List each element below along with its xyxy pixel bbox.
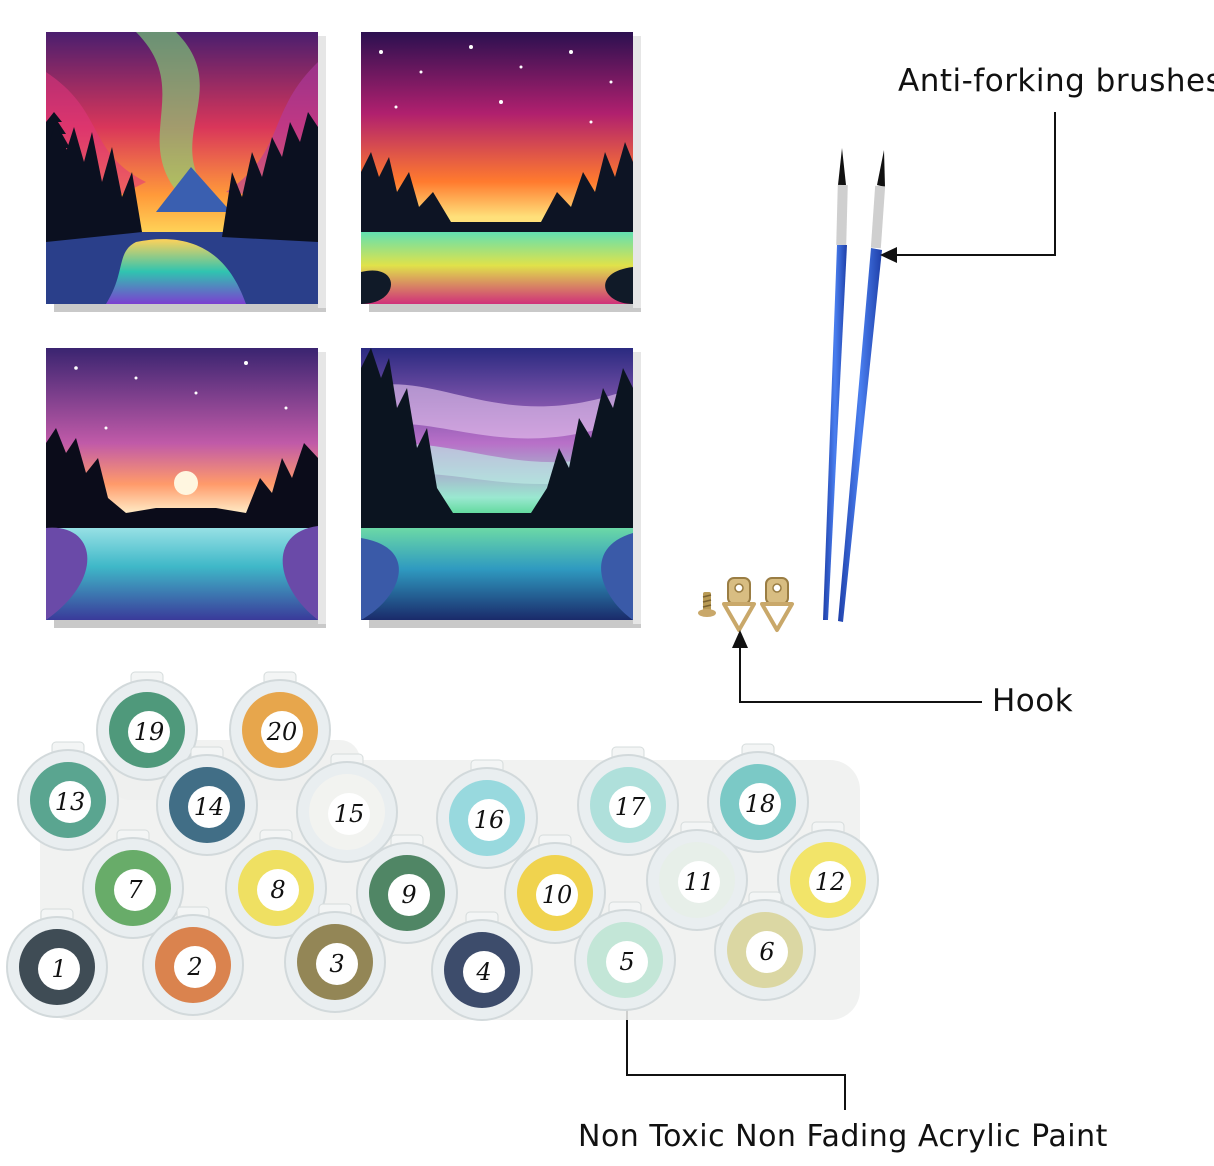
paint-pot-number: 19 <box>134 718 165 746</box>
paint-pot-number: 7 <box>127 876 143 904</box>
paint-pot-number: 8 <box>270 876 285 904</box>
paint-label: Non Toxic Non Fading Acrylic Paint <box>578 1119 1108 1154</box>
paint-pot-number: 12 <box>815 868 846 896</box>
brushes-label: Anti-forking brushes <box>898 63 1214 99</box>
paint-pot-number: 6 <box>759 938 774 966</box>
aurora-painting-starry <box>361 32 633 304</box>
arrow-icon <box>880 112 1056 263</box>
paint-pot: 2 <box>142 906 244 1016</box>
canvas-painting-3 <box>46 348 326 628</box>
paint-pot: 10 <box>504 834 606 944</box>
paint-pot-number: 18 <box>745 790 776 818</box>
paint-pot-number: 17 <box>615 793 646 821</box>
canvas-painting-4 <box>361 348 641 628</box>
paint-pot-number: 3 <box>329 950 344 978</box>
aurora-painting-teal <box>361 348 633 620</box>
aurora-painting-orange <box>46 32 318 304</box>
paint-pot-number: 9 <box>401 881 416 909</box>
paint-pot: 9 <box>356 834 458 944</box>
paint-pot: 3 <box>284 903 386 1013</box>
paint-pot: 18 <box>707 743 809 853</box>
paint-pot-number: 10 <box>542 881 573 909</box>
paint-pot: 15 <box>296 753 398 863</box>
paint-pot: 11 <box>646 821 748 931</box>
paint-pot: 1 <box>6 908 108 1018</box>
paint-pot-number: 5 <box>619 948 634 976</box>
paint-pot: 17 <box>577 746 679 856</box>
hook-icon <box>760 577 794 632</box>
paint-pot: 13 <box>17 741 119 851</box>
paint-pot: 6 <box>714 891 816 1001</box>
paint-pot-number: 15 <box>334 800 365 828</box>
paint-pot: 19 <box>96 671 198 781</box>
arrow-icon <box>732 630 982 703</box>
paint-pot: 5 <box>574 901 676 1011</box>
paint-pot: 4 <box>431 911 533 1021</box>
paint-pot-number: 14 <box>194 793 225 821</box>
canvas-painting-2 <box>361 32 641 312</box>
paint-pot-number: 4 <box>475 958 491 986</box>
paint-pot: 20 <box>229 671 331 781</box>
screw-icon <box>698 592 716 617</box>
brush-icon <box>838 150 886 622</box>
aurora-painting-moon <box>46 348 318 620</box>
canvas-painting-1 <box>46 32 326 312</box>
paint-pot-number: 20 <box>266 718 298 746</box>
paint-pot: 16 <box>436 759 538 869</box>
hook-label: Hook <box>992 683 1074 719</box>
paint-pot-number: 1 <box>51 955 66 983</box>
hook-icon <box>722 577 756 632</box>
paint-pot-number: 11 <box>684 868 715 896</box>
paint-pot-number: 13 <box>55 788 86 816</box>
paint-pot: 8 <box>225 829 327 939</box>
brush-icon <box>823 148 848 620</box>
paint-pot: 7 <box>82 829 184 939</box>
paint-pot-number: 16 <box>474 806 505 834</box>
paint-pot-number: 2 <box>186 953 202 981</box>
paint-pot: 14 <box>156 746 258 856</box>
paint-pot: 12 <box>777 821 879 931</box>
